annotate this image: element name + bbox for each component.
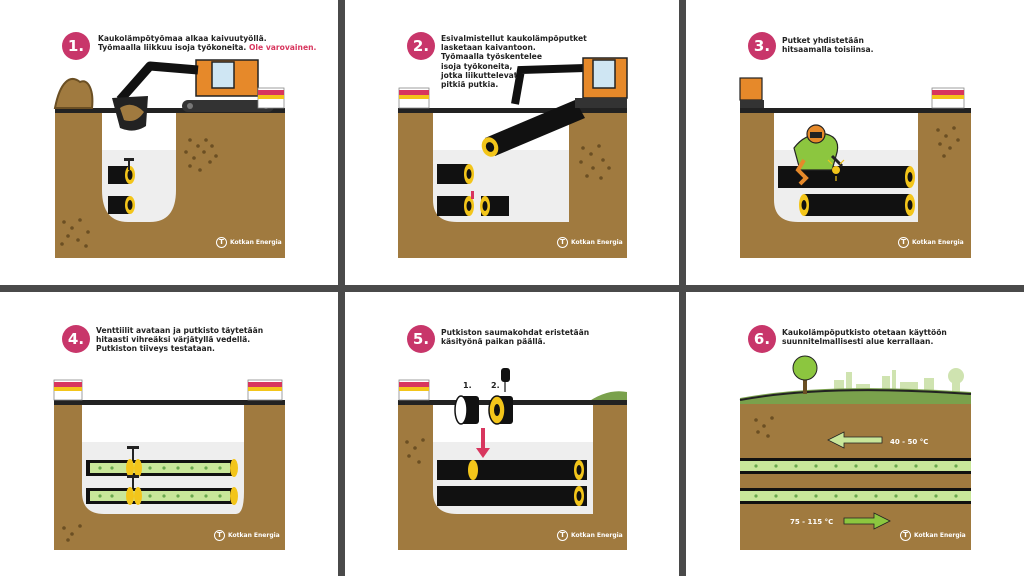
step-3-panel: 3. Putket yhdistetään hitsaamalla toisii…: [686, 0, 1024, 285]
step-1-caption: Kaukolämpötyömaa alkaa kaivuutyöllä. Työ…: [98, 34, 316, 52]
step-2-scene: [398, 57, 628, 258]
step-4-caption: Venttiilit avataan ja putkisto täytetään…: [96, 326, 263, 354]
insulation-sleeve-icon: [454, 368, 513, 425]
step-1-caption-line: Työmaalla liikkuu isoja työkoneita. Ole …: [98, 43, 317, 53]
step-6-badge: 6.: [748, 325, 776, 353]
brand-logo-icon: T: [557, 530, 568, 541]
step-4-scene: [53, 379, 285, 550]
soil: [398, 112, 627, 258]
pipe-icon: [86, 446, 238, 505]
caption-line: jotka liikuttelevat: [441, 70, 518, 80]
caption-line: Venttiilit avataan ja putkisto täytetään: [96, 326, 264, 335]
caption-line: Esivalmistellut kaukolämpöputket: [441, 34, 587, 43]
step-3-caption: Putket yhdistetään hitsaamalla toisiinsa…: [782, 36, 874, 54]
step-5-badge: 5.: [407, 325, 435, 353]
caption-line: hitaasti vihreäksi värjätyllä vedellä.: [96, 335, 251, 345]
step-4-badge: 4.: [62, 325, 90, 353]
tree-icon: [792, 355, 818, 394]
soil-texture: [405, 438, 425, 464]
soil-texture: [754, 416, 774, 438]
step-2-panel: 2. Esivalmistellut kaukolämpöputket lask…: [345, 0, 679, 285]
brand-logo-icon: T: [898, 237, 909, 248]
brand-logo-icon: T: [557, 237, 568, 248]
step-5-scene: 1. 2.: [398, 368, 627, 550]
step-5-panel: 1. 2. 5. Putkiston saumakohdat eristetää…: [345, 292, 679, 576]
soil-texture: [60, 138, 218, 248]
flow-arrow-icon: [827, 431, 883, 449]
step-2-badge: 2.: [407, 32, 435, 60]
caption-line: lasketaan kaivantoon.: [441, 43, 536, 53]
pipe-icon: [740, 458, 971, 504]
step-5-caption: Putkiston saumakohdat eristetään käsityö…: [441, 328, 589, 346]
step-4-panel: 4. Venttiilit avataan ja putkisto täytet…: [0, 292, 338, 576]
step-3-scene: [739, 77, 971, 258]
brand-logo-icon: T: [900, 530, 911, 541]
step-3-badge: 3.: [748, 32, 776, 60]
step-1-scene: [53, 59, 285, 258]
soil-texture: [62, 524, 82, 542]
caption-line: suunnitelmallisesti alue kerrallaan.: [782, 337, 934, 347]
excavator-icon: [112, 59, 274, 131]
dirt-pile: [53, 78, 94, 109]
brand-name: Kotkan Energia: [914, 532, 966, 539]
trench-floor: [102, 190, 176, 258]
caption-line: Putkiston saumakohdat eristetään: [441, 328, 590, 337]
pipe-icon: [481, 100, 585, 157]
supply-temperature: 75 - 115 °C: [790, 518, 833, 526]
brand-name: Kotkan Energia: [571, 239, 623, 246]
brand-name: Kotkan Energia: [230, 239, 282, 246]
step-1-badge: 1.: [62, 32, 90, 60]
step-2-caption: Esivalmistellut kaukolämpöputket lasketa…: [441, 34, 587, 89]
step-6-panel: 40 - 50 °C 75 - 115 °C 6. Kaukolämpöputk…: [686, 292, 1024, 576]
welder-icon: [793, 124, 845, 186]
caption-line: hitsaamalla toisiinsa.: [782, 45, 874, 55]
caption-line: käsityönä paikan päällä.: [441, 337, 546, 347]
sub-step-2-label: 2.: [491, 381, 500, 390]
step-6-scene: 40 - 50 °C 75 - 115 °C: [739, 355, 972, 550]
brand-name: Kotkan Energia: [571, 532, 623, 539]
excavator-icon: [511, 57, 628, 108]
brand-name: Kotkan Energia: [228, 532, 280, 539]
caption-line: pitkiä putkia.: [441, 80, 499, 90]
sub-step-1-label: 1.: [463, 381, 472, 390]
caption-line: Kaukolämpöputkisto otetaan käyttöön: [782, 328, 947, 337]
step-1-panel: 1. Kaukolämpötyömaa alkaa kaivuutyöllä. …: [0, 0, 338, 285]
soil-texture: [579, 144, 611, 180]
caption-line: isoja työkoneita,: [441, 61, 513, 71]
step-1-caption-line: Kaukolämpötyömaa alkaa kaivuutyöllä.: [98, 34, 267, 43]
brand-name: Kotkan Energia: [912, 239, 964, 246]
caption-line: Työmaalla työskentelee: [441, 52, 542, 62]
return-temperature: 40 - 50 °C: [890, 438, 928, 446]
warning-text: Ole varovainen.: [248, 43, 317, 53]
caption-line: Putket yhdistetään: [782, 36, 864, 45]
brand-logo-icon: T: [216, 237, 227, 248]
flow-arrow-icon: [843, 512, 891, 530]
brand-logo-icon: T: [214, 530, 225, 541]
soil-texture: [936, 126, 960, 158]
caption-line: Putkiston tiiveys testataan.: [96, 344, 215, 354]
step-6-caption: Kaukolämpöputkisto otetaan käyttöön suun…: [782, 328, 947, 346]
